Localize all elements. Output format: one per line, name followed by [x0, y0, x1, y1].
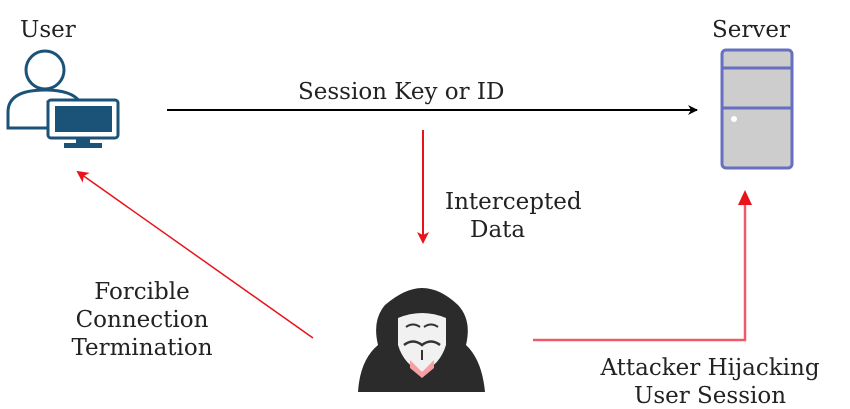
hijack-label-line1: Attacker Hijacking — [599, 355, 819, 381]
server-label: Server — [712, 17, 790, 43]
hijack-arrowhead — [738, 190, 752, 205]
session-label: Session Key or ID — [298, 79, 504, 105]
hijack-label-line2: User Session — [634, 383, 786, 409]
intercept-label-line2: Data — [470, 217, 525, 243]
server-icon — [720, 48, 794, 170]
termination-label-line1: Forcible — [94, 279, 189, 305]
user-label: User — [20, 17, 76, 43]
termination-arrow — [76, 170, 314, 339]
termination-label-line3: Termination — [71, 335, 212, 361]
hooded-hacker-mask-icon — [358, 288, 485, 392]
intercept-label-line1: Intercepted — [445, 189, 582, 215]
hijack-arrow — [533, 195, 747, 342]
user-computer-icon — [6, 49, 120, 148]
termination-label-line2: Connection — [76, 307, 209, 333]
